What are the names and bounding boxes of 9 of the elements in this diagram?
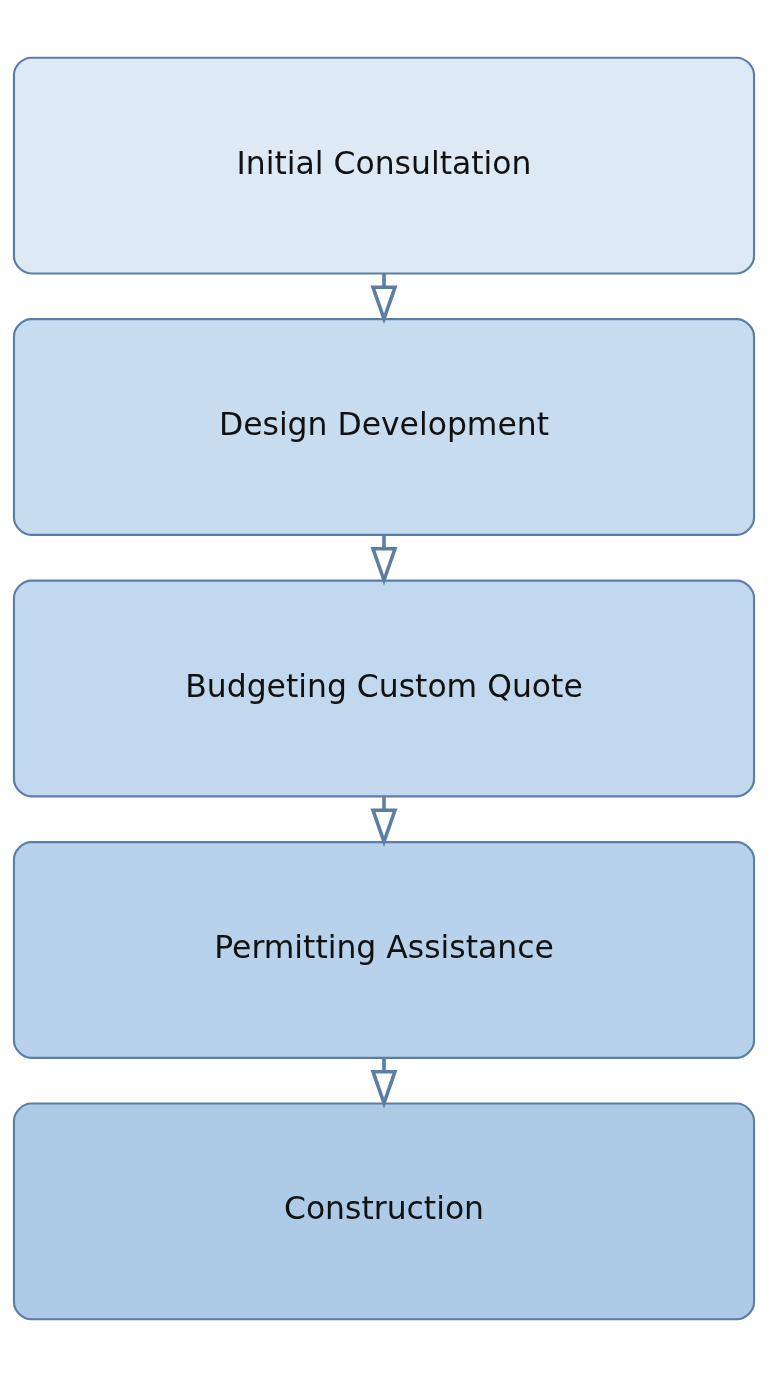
arrow xyxy=(370,796,398,847)
arrow xyxy=(370,273,398,324)
node-box: Design Development xyxy=(12,317,756,536)
node-box: Construction xyxy=(12,1102,756,1320)
node-box: Budgeting Custom Quote xyxy=(12,579,756,797)
node-box: Permitting Assistance xyxy=(12,840,756,1059)
arrow xyxy=(370,1057,398,1109)
arrow xyxy=(370,534,398,586)
node-box: Initial Consultation xyxy=(12,56,756,274)
